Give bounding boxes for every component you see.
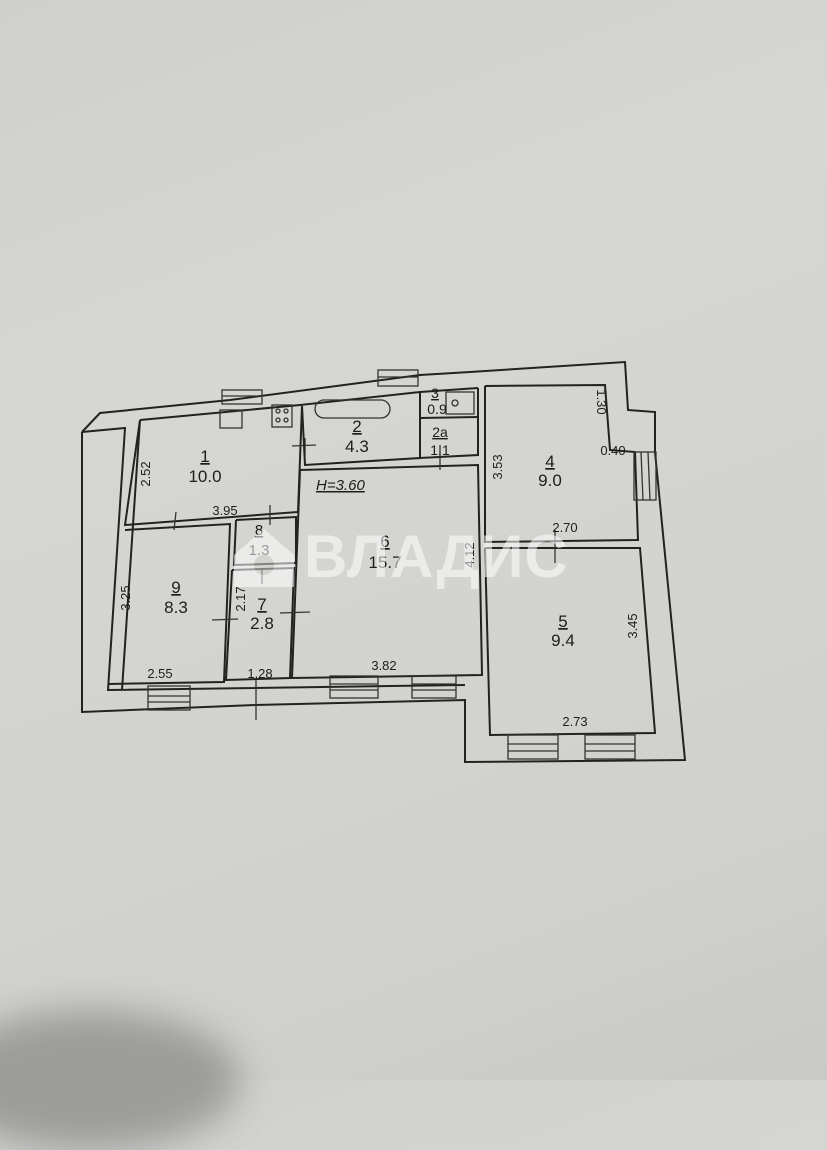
room-1-area: 10.0	[188, 467, 221, 486]
room-4-number: 4	[545, 452, 554, 471]
dim-room7-height: 2.17	[233, 586, 248, 611]
room-9-area: 8.3	[164, 598, 188, 617]
windows-bottom	[147, 675, 457, 711]
dim-room1-height: 2.52	[138, 461, 153, 486]
dim-room9-width: 2.55	[147, 666, 172, 681]
dim-room1-width: 3.95	[212, 503, 237, 518]
ceiling-height-label: H=3.60	[316, 477, 365, 494]
room-3-number: 3	[431, 385, 439, 401]
dim-room5-height: 3.45	[625, 613, 640, 638]
dimension-labels: 2.52 3.95 3.25 2.55 2.17 1.28 3.82 4.12 …	[118, 389, 640, 729]
dim-room5-width: 2.73	[562, 714, 587, 729]
room-8-number: 8	[255, 522, 263, 539]
room-6-area: 15.7	[368, 553, 401, 572]
floor-plan: 1 10.0 2 4.3 3 0.9 2а 1.1 4 9.0 5 9.4 6 …	[81, 360, 687, 764]
room-4	[484, 383, 657, 544]
room-2a-number: 2а	[432, 424, 448, 440]
room-1-number: 1	[200, 447, 209, 466]
room-labels: 1 10.0 2 4.3 3 0.9 2а 1.1 4 9.0 5 9.4 6 …	[164, 385, 575, 650]
room-2a-area: 1.1	[430, 442, 450, 458]
room-6-number: 6	[380, 532, 389, 551]
room-5-number: 5	[558, 612, 567, 631]
room-4-area: 9.0	[538, 471, 562, 490]
room-2-area: 4.3	[345, 437, 369, 456]
dim-room6-height: 4.12	[462, 542, 477, 567]
windows-top	[221, 369, 419, 405]
room-5-area: 9.4	[551, 631, 575, 650]
room-7-number: 7	[257, 595, 266, 614]
dim-room6-width: 3.82	[371, 658, 396, 673]
room-6	[290, 445, 484, 680]
dim-room4-niche-height: 1.30	[594, 389, 609, 414]
dim-room4-niche-width: 0.40	[600, 443, 625, 458]
room-3-2a	[419, 388, 479, 460]
house-logo-icon	[234, 529, 294, 587]
dim-room7-width: 1.28	[247, 666, 272, 681]
watermark-text: ВЛАДИС	[304, 523, 569, 590]
room-7-area: 2.8	[250, 614, 274, 633]
dim-room4-width: 2.70	[552, 520, 577, 535]
room-9-number: 9	[171, 578, 180, 597]
room-3-area: 0.9	[427, 401, 447, 417]
room-5	[484, 530, 657, 760]
room-2-number: 2	[352, 417, 361, 436]
dim-room9-height: 3.25	[118, 585, 133, 610]
dim-room4-height: 3.53	[490, 454, 505, 479]
watermark: ВЛАДИС	[232, 522, 569, 592]
